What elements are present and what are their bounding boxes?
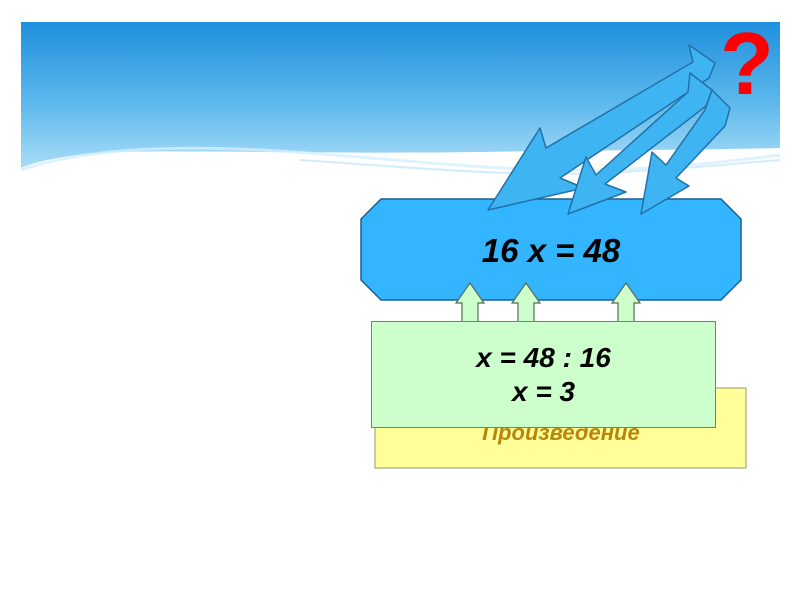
big-arrow-3 (640, 89, 731, 215)
up-arrow-3 (610, 281, 642, 323)
solution-line-2: x = 3 (511, 375, 576, 407)
big-arrow-1 (487, 44, 716, 211)
up-arrow-1 (454, 281, 486, 323)
equation-text: 16 x = 48 (481, 232, 621, 269)
solution-box[interactable]: x = 48 : 16 x = 3 (371, 321, 716, 428)
up-arrows (454, 281, 642, 323)
wave-highlight (20, 146, 781, 172)
question-mark-icon[interactable]: ? (720, 14, 774, 113)
up-arrow-2 (510, 281, 542, 323)
equation-shape (360, 198, 742, 301)
solution-line-1: x = 48 : 16 (476, 341, 611, 373)
question-arrows (487, 44, 731, 215)
big-arrow-2 (567, 72, 713, 215)
